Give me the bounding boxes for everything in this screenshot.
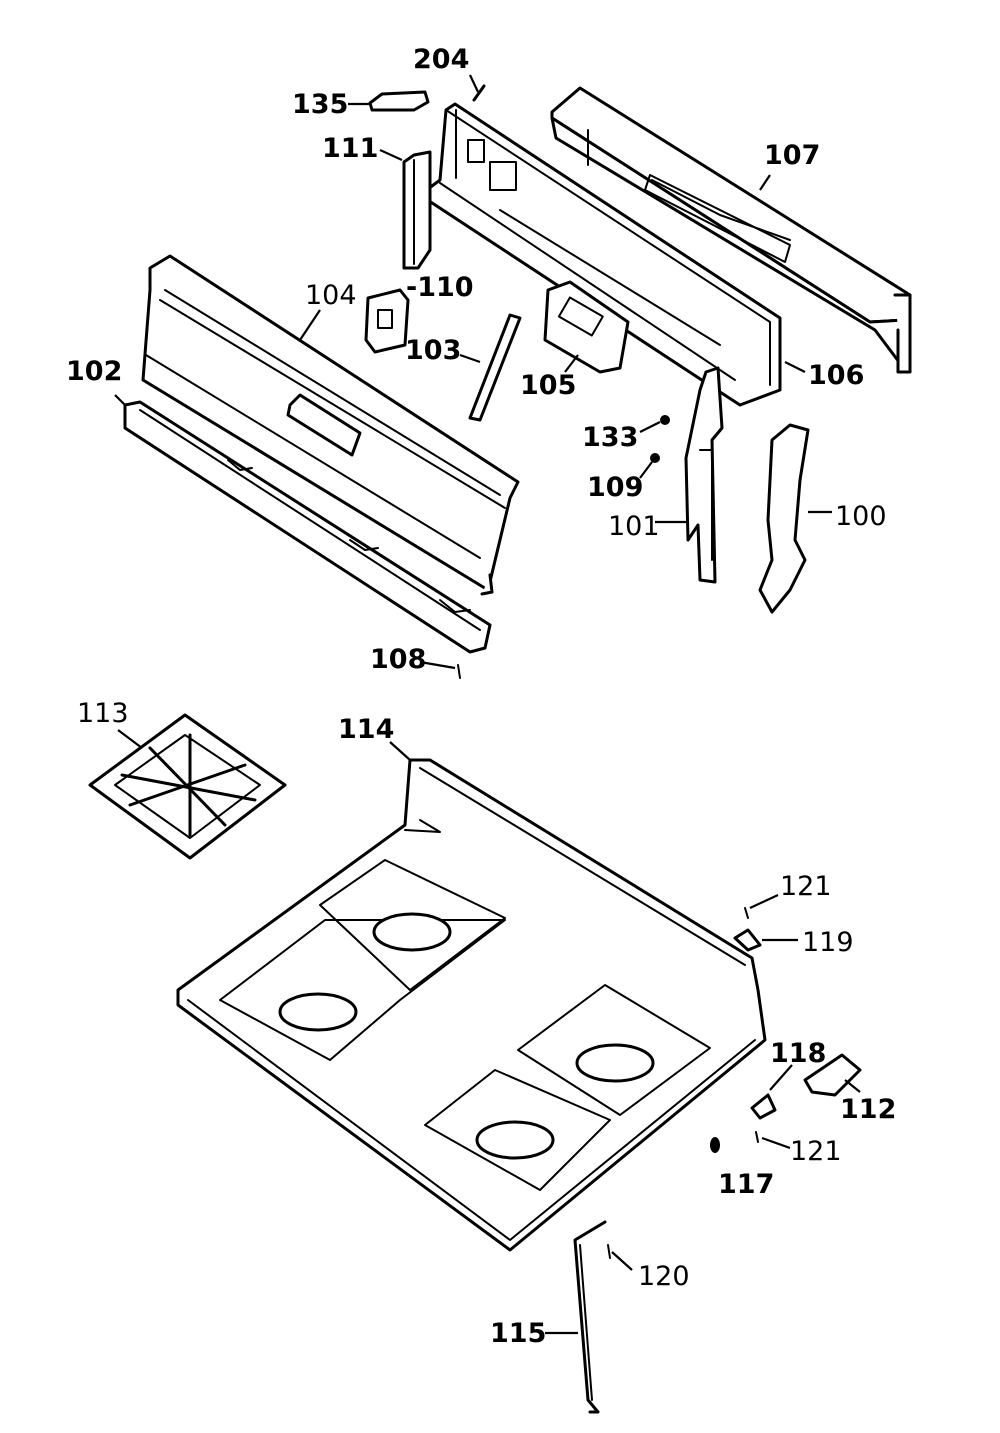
part-107-trim (550, 86, 912, 374)
label-106: 106 (808, 360, 864, 391)
label-113: 113 (77, 698, 129, 729)
label-121-bottom: 121 (790, 1136, 842, 1167)
part-114-cooktop (176, 758, 767, 1252)
part-204-screw (472, 84, 486, 102)
leader-lines (114, 74, 861, 1335)
label-120: 120 (638, 1261, 690, 1292)
part-103-wire (468, 313, 522, 422)
label-121-top: 121 (780, 871, 832, 902)
label-111: 111 (322, 133, 378, 164)
label-118: 118 (770, 1038, 826, 1069)
label-135: 135 (292, 89, 348, 120)
label-102: 102 (66, 356, 122, 387)
label-110: -110 (406, 272, 474, 303)
part-121-screw-b (755, 1131, 759, 1143)
part-110-switch (364, 288, 410, 354)
part-104-control-panel (141, 254, 520, 596)
label-108: 108 (370, 644, 426, 675)
part-100-side-trim (758, 423, 810, 614)
label-103: 103 (405, 335, 461, 366)
label-204: 204 (413, 44, 469, 75)
part-111-bracket (402, 150, 432, 270)
part-117-plug (710, 1137, 720, 1153)
part-113-grate (88, 713, 287, 860)
part-118-clip (750, 1093, 777, 1120)
label-112: 112 (840, 1094, 896, 1125)
part-109-screw (650, 453, 660, 463)
part-120-screw (607, 1244, 611, 1259)
part-108-screw (457, 664, 461, 679)
part-115-rod (573, 1220, 607, 1414)
part-121-screw-a (744, 907, 749, 919)
label-133: 133 (582, 422, 638, 453)
part-101-bracket (684, 366, 724, 584)
label-114: 114 (338, 714, 394, 745)
part-102-trim (123, 400, 492, 654)
label-101: 101 (608, 511, 660, 542)
part-105-clock (543, 280, 630, 374)
label-100: 100 (835, 501, 887, 532)
label-109: 109 (587, 472, 643, 503)
part-119-clip (733, 928, 762, 952)
part-133-screw (660, 415, 670, 425)
label-104: 104 (305, 280, 357, 311)
label-117: 117 (718, 1169, 774, 1200)
label-105: 105 (520, 370, 576, 401)
part-135-clip (368, 90, 430, 112)
callout-labels: 204 135 111 107 -110 104 103 102 105 106… (66, 44, 896, 1349)
label-115: 115 (490, 1318, 546, 1349)
label-119: 119 (802, 927, 854, 958)
label-107: 107 (764, 140, 820, 171)
